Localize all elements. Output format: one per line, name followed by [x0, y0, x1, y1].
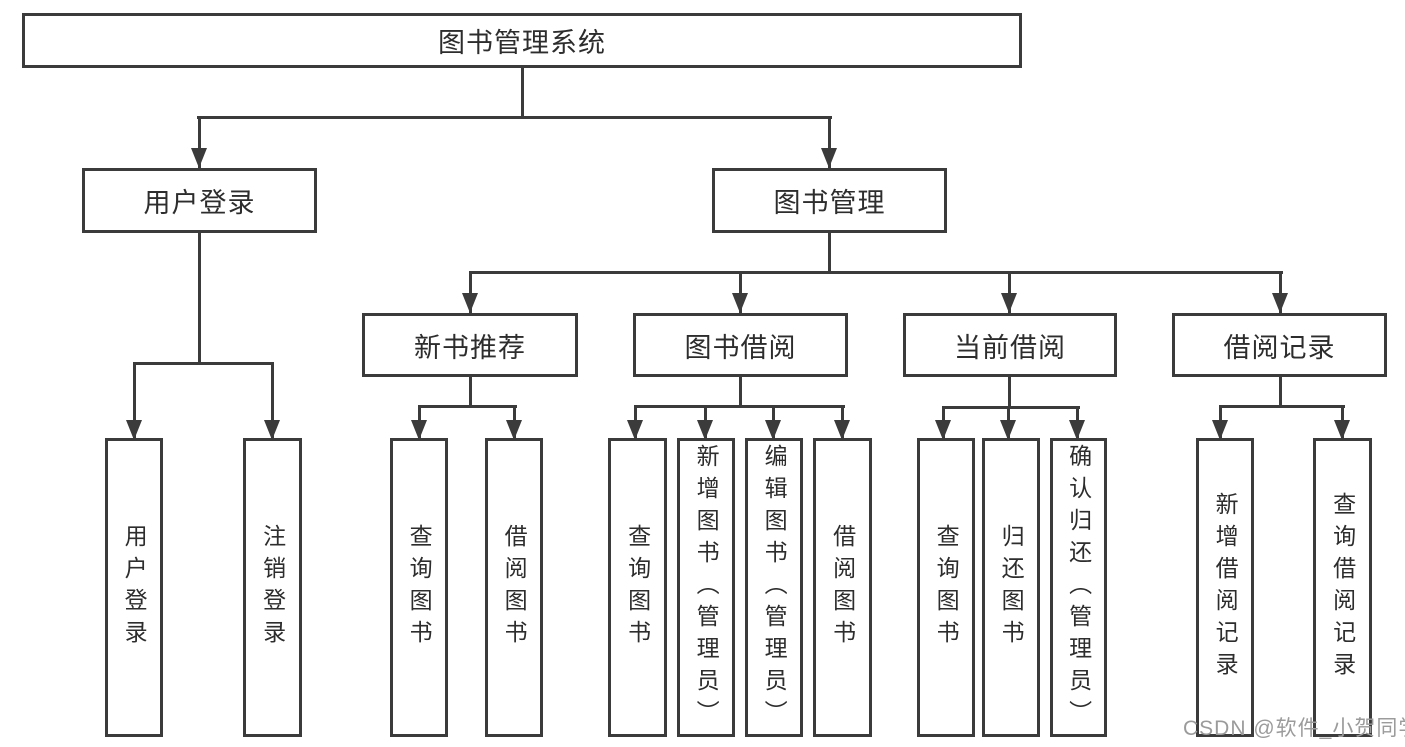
leaf-confirm-return-admin: 确认归还（管理员）	[1050, 438, 1107, 737]
connector	[469, 271, 1283, 274]
node-book-borrow: 图书借阅	[633, 313, 848, 377]
arrow-down-icon	[1069, 420, 1085, 440]
node-label: 借阅记录	[1223, 332, 1336, 363]
leaf-borrow-books-recommend: 借阅图书	[485, 438, 543, 737]
arrow-down-icon	[411, 420, 427, 440]
arrow-down-icon	[1000, 420, 1016, 440]
node-label: 新增借阅记录	[1212, 491, 1239, 684]
arrow-down-icon	[697, 420, 713, 440]
node-label: 新书推荐	[414, 332, 526, 363]
connector	[1279, 271, 1282, 313]
node-book-management: 图书管理	[712, 168, 947, 233]
node-label: 用户登录	[143, 188, 256, 218]
node-label: 图书借阅	[684, 332, 797, 363]
arrow-down-icon	[462, 293, 478, 313]
node-new-book-recommend: 新书推荐	[362, 313, 578, 377]
connector	[198, 233, 201, 364]
arrow-down-icon	[935, 420, 951, 440]
connector	[418, 405, 517, 408]
leaf-logout: 注销登录	[243, 438, 302, 737]
arrow-down-icon	[126, 420, 142, 440]
connector	[197, 116, 832, 119]
leaf-edit-book-admin: 编辑图书（管理员）	[745, 438, 803, 737]
leaf-return-books: 归还图书	[982, 438, 1040, 737]
arrow-down-icon	[834, 420, 850, 440]
arrow-down-icon	[1272, 293, 1288, 313]
connector	[1008, 271, 1011, 313]
node-label: 归还图书	[998, 523, 1025, 652]
node-label: 确认归还（管理员）	[1065, 443, 1092, 732]
leaf-borrow-books: 借阅图书	[813, 438, 872, 737]
arrow-down-icon	[732, 293, 748, 313]
leaf-user-login: 用户登录	[105, 438, 163, 737]
node-label: 编辑图书（管理员）	[761, 443, 788, 732]
leaf-query-books-current: 查询图书	[917, 438, 975, 737]
arrow-down-icon	[821, 148, 837, 168]
node-label: 查询图书	[406, 523, 433, 652]
node-label: 图书管理	[773, 188, 886, 218]
leaf-query-books-recommend: 查询图书	[390, 438, 448, 737]
leaf-add-book-admin: 新增图书（管理员）	[677, 438, 735, 737]
leaf-query-books-borrow: 查询图书	[608, 438, 667, 737]
connector	[271, 362, 274, 440]
node-label: 用户登录	[121, 523, 148, 652]
connector	[1219, 405, 1345, 408]
node-label: 图书管理系统	[438, 28, 606, 58]
connector	[1279, 377, 1282, 408]
node-user-login: 用户登录	[82, 168, 317, 233]
connector	[739, 271, 742, 313]
connector	[1008, 377, 1011, 409]
connector	[133, 362, 274, 365]
arrow-down-icon	[264, 420, 280, 440]
arrow-down-icon	[1001, 293, 1017, 313]
node-current-borrow: 当前借阅	[903, 313, 1117, 377]
arrow-down-icon	[765, 420, 781, 440]
arrow-down-icon	[191, 148, 207, 168]
connector	[469, 271, 472, 313]
node-label: 新增图书（管理员）	[693, 443, 720, 732]
node-label: 查询图书	[624, 523, 651, 652]
connector	[634, 405, 845, 408]
connector	[828, 233, 831, 273]
leaf-add-borrow-record: 新增借阅记录	[1196, 438, 1254, 737]
node-label: 当前借阅	[954, 332, 1066, 363]
connector	[469, 377, 472, 408]
connector	[133, 362, 136, 440]
node-library-management-system: 图书管理系统	[22, 13, 1022, 68]
connector	[521, 68, 524, 118]
arrow-down-icon	[627, 420, 643, 440]
connector	[828, 116, 831, 168]
leaf-query-borrow-record: 查询借阅记录	[1313, 438, 1372, 737]
arrow-down-icon	[1212, 420, 1228, 440]
arrow-down-icon	[506, 420, 522, 440]
node-borrow-records: 借阅记录	[1172, 313, 1387, 377]
node-label: 查询图书	[933, 523, 960, 652]
connector	[739, 377, 742, 408]
csdn-watermark: CSDN @软件_小贺同学	[1183, 717, 1405, 740]
node-label: 注销登录	[259, 523, 286, 652]
node-label: 查询借阅记录	[1329, 491, 1356, 684]
connector	[942, 406, 1080, 409]
node-label: 借阅图书	[829, 523, 856, 652]
arrow-down-icon	[1334, 420, 1350, 440]
connector	[198, 116, 201, 168]
node-label: 借阅图书	[501, 523, 528, 652]
